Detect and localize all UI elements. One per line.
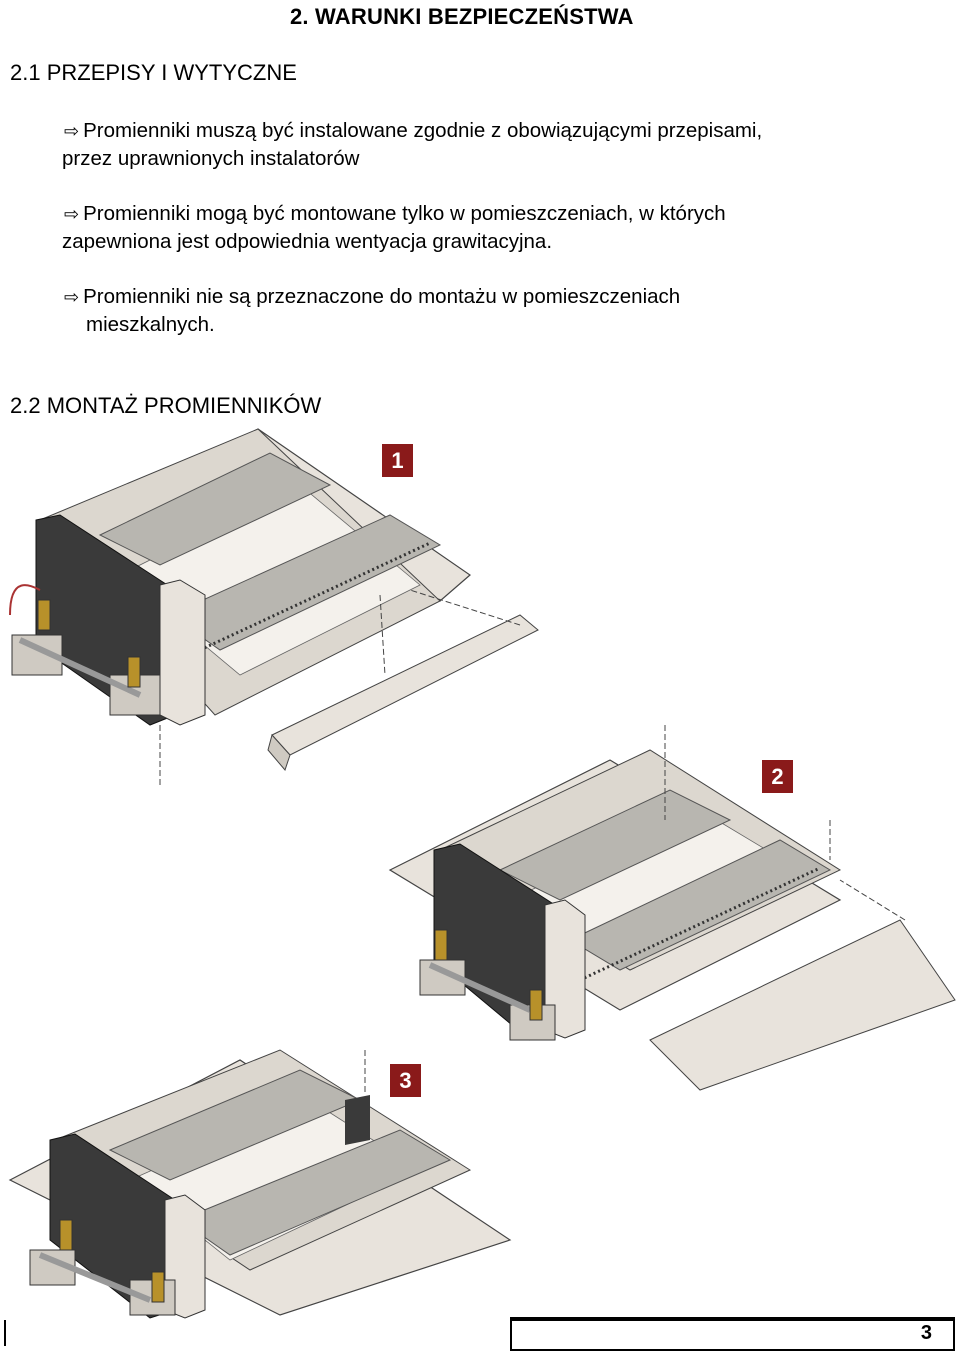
section-title: 2. WARUNKI BEZPIECZEŃSTWA <box>290 4 634 29</box>
arrow-icon: ⇨ <box>64 121 80 141</box>
step-badge: 2 <box>762 760 793 793</box>
bullet-text: przez uprawnionych instalatorów <box>62 147 360 170</box>
page-number: 3 <box>920 1322 932 1344</box>
heater-drawing-step-3 <box>8 1049 512 1319</box>
bullet-text: Promienniki nie są przeznaczone do monta… <box>83 285 681 308</box>
margin-mark <box>4 1320 6 1346</box>
bullet-text: Promienniki muszą być instalowane zgodni… <box>83 119 763 142</box>
subsection-title-regulations: 2.1 PRZEPISY I WYTYCZNE <box>10 60 297 85</box>
bullet-text: zapewniona jest odpowiednia wentyacja gr… <box>62 230 553 253</box>
footer-rule <box>510 1317 955 1321</box>
bullet-text: Promienniki mogą być montowane tylko w p… <box>83 202 726 225</box>
bullet-item: ⇨Promienniki muszą być instalowane zgodn… <box>62 117 763 173</box>
subsection-title-installation: 2.2 MONTAŻ PROMIENNIKÓW <box>10 393 322 418</box>
footer-box <box>510 1321 955 1351</box>
arrow-icon: ⇨ <box>64 287 80 307</box>
heater-drawing-step-2 <box>388 725 956 1091</box>
step-badge: 3 <box>390 1064 421 1097</box>
bullet-item: ⇨Promienniki mogą być montowane tylko w … <box>62 200 726 256</box>
arrow-icon: ⇨ <box>64 204 80 224</box>
bullet-text: mieszkalnych. <box>86 313 215 336</box>
step-badge: 1 <box>382 444 413 477</box>
bullet-item: ⇨Promienniki nie są przeznaczone do mont… <box>64 283 680 339</box>
heater-drawing-step-1 <box>9 428 539 785</box>
